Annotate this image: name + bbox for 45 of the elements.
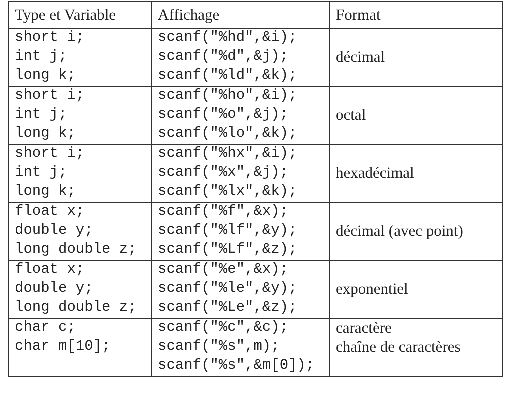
scanf-call: scanf("%hx",&i); [158, 145, 298, 164]
format-name: décimal (avec point) [336, 222, 464, 241]
format-name: chaîne de caractères [336, 338, 462, 357]
variable-declaration: long double z; [15, 299, 138, 318]
scanf-call: scanf("%lx",&k); [158, 183, 298, 202]
variable-declaration: long k; [15, 183, 77, 202]
scanf-call: scanf("%ho",&i); [158, 87, 298, 106]
scanf-call: scanf("%f",&x); [158, 203, 290, 222]
format-name: hexadécimal [336, 164, 416, 183]
variable-declaration: float x; [15, 261, 86, 280]
variable-declaration: char m[10]; [15, 338, 112, 357]
variable-declaration: char c; [15, 319, 77, 338]
variable-declaration: short i; [15, 87, 86, 106]
format-name: octal [336, 106, 368, 125]
variable-declaration: long k; [15, 125, 77, 144]
scanf-call: scanf("%s",m); [158, 338, 281, 357]
scanf-call: scanf("%x",&j); [158, 164, 290, 183]
scanf-call: scanf("%lo",&k); [158, 125, 298, 144]
scanf-call: scanf("%d",&j); [158, 48, 290, 67]
variable-declaration: long k; [15, 67, 77, 86]
scanf-call: scanf("%Lf",&z); [158, 241, 298, 260]
scanf-call: scanf("%c",&c); [158, 319, 290, 338]
scanf-call: scanf("%Le",&z); [158, 299, 298, 318]
variable-declaration: int j; [15, 48, 68, 67]
scanf-call: scanf("%hd",&i); [158, 29, 298, 48]
scanf-call: scanf("%o",&j); [158, 106, 290, 125]
variable-declaration: long double z; [15, 241, 138, 260]
format-name: décimal [336, 48, 386, 67]
format-name: exponentiel [336, 280, 410, 299]
variable-declaration: short i; [15, 29, 86, 48]
variable-declaration: int j; [15, 164, 68, 183]
scanf-call: scanf("%s",&m[0]); [158, 357, 316, 376]
variable-declaration: float x; [15, 203, 86, 222]
scanf-call: scanf("%ld",&k); [158, 67, 298, 86]
variable-declaration: double y; [15, 280, 94, 299]
column-header: Affichage [158, 6, 221, 24]
variable-declaration: int j; [15, 106, 68, 125]
scanf-call: scanf("%e",&x); [158, 261, 290, 280]
scanf-call: scanf("%le",&y); [158, 280, 298, 299]
format-name: caractère [336, 319, 393, 338]
variable-declaration: short i; [15, 145, 86, 164]
column-header: Type et Variable [15, 6, 118, 24]
column-header: Format [336, 6, 382, 24]
scanf-call: scanf("%lf",&y); [158, 222, 298, 241]
variable-declaration: double y; [15, 222, 94, 241]
